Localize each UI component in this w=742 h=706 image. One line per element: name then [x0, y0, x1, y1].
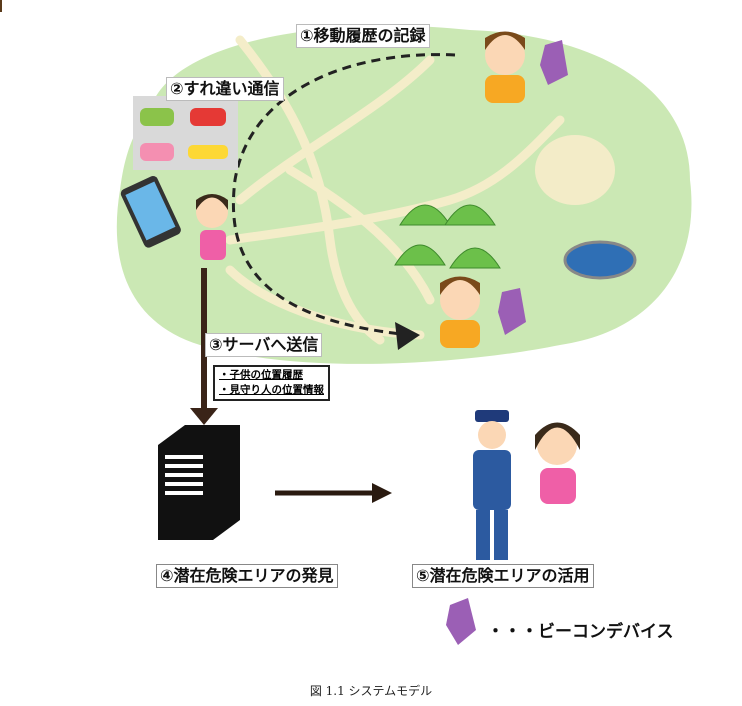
- trees: [0, 0, 2, 12]
- send-info-item: ・子供の位置履歴: [219, 369, 303, 381]
- beacon-legend-icon: [446, 598, 476, 645]
- beacon-legend-text: ・・・ビーコンデバイス: [487, 622, 674, 642]
- figure-caption: 図 1.1 システムモデル: [309, 684, 433, 698]
- pond: [563, 240, 637, 280]
- step5-label: ⑤潜在危険エリアの活用: [412, 564, 594, 588]
- child-icon-middle: [440, 276, 480, 348]
- arrowhead: [372, 483, 392, 503]
- movement-arrowhead: [395, 322, 420, 350]
- police-officer-icon: [473, 410, 511, 560]
- send-info-box: ・子供の位置履歴 ・見守り人の位置情報: [213, 365, 330, 401]
- woman-waving-icon: [535, 422, 580, 504]
- arrowhead: [190, 408, 218, 425]
- tents: [394, 204, 501, 269]
- step2-label: ②すれ違い通信: [166, 77, 284, 101]
- send-info-item: ・見守り人の位置情報: [219, 384, 324, 396]
- server-icon: [158, 425, 240, 540]
- step4-label: ④潜在危険エリアの発見: [156, 564, 338, 588]
- clearing: [535, 135, 615, 205]
- step1-label: ①移動履歴の記録: [296, 24, 430, 48]
- beacon-icon: [498, 288, 526, 335]
- child-icon-top: [485, 31, 525, 103]
- beacon-icon: [540, 40, 568, 85]
- movement-history-path: [231, 53, 456, 337]
- step3-label: ③サーバへ送信: [205, 333, 323, 357]
- car-icons: [140, 108, 228, 161]
- mother-person-icon: [196, 194, 228, 260]
- smartphone-icon: [120, 176, 181, 248]
